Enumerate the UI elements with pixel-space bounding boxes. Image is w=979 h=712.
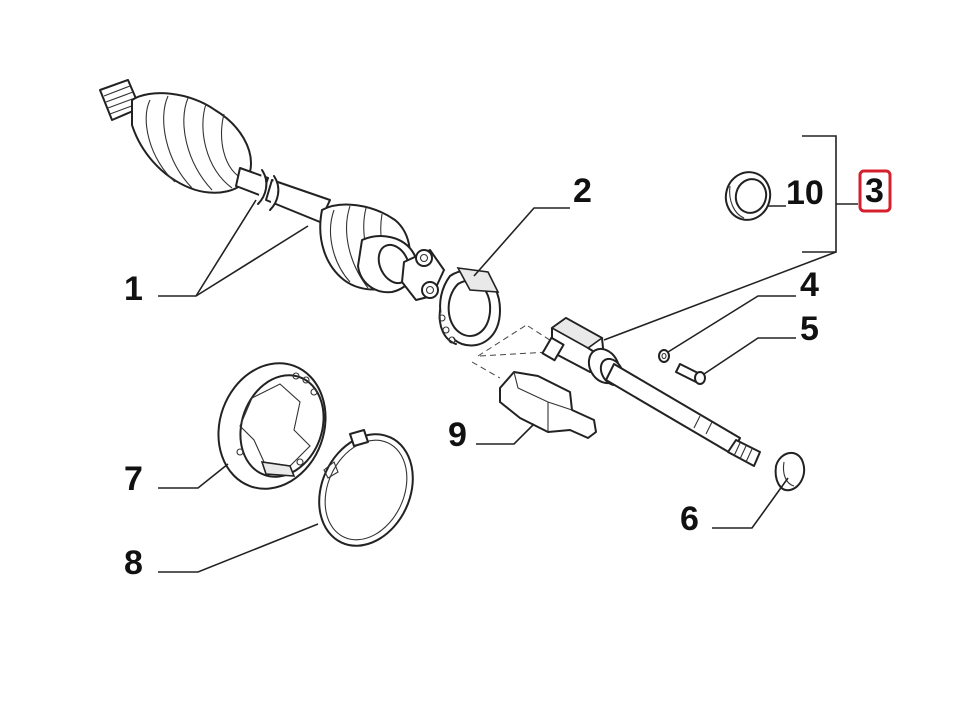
- seal-ring[interactable]: [721, 167, 776, 225]
- callout-7[interactable]: 7: [124, 460, 143, 498]
- dust-cap[interactable]: [774, 451, 806, 492]
- callout-3-highlight-frame: [858, 169, 892, 213]
- callout-3[interactable]: 3: [865, 172, 884, 210]
- boot-housing-ring[interactable]: [201, 348, 343, 504]
- washer[interactable]: [658, 349, 670, 363]
- bearing-clamp-ring[interactable]: [438, 266, 501, 347]
- callout-4[interactable]: 4: [800, 266, 819, 304]
- callout-6[interactable]: 6: [680, 500, 699, 538]
- intermediate-shaft[interactable]: [541, 317, 761, 467]
- callout-8[interactable]: 8: [124, 544, 143, 582]
- callout-10[interactable]: 10: [786, 174, 824, 212]
- alignment-dashes: [471, 323, 557, 379]
- callout-5[interactable]: 5: [800, 310, 819, 348]
- drive-shaft-assembly[interactable]: [99, 79, 445, 301]
- callout-1[interactable]: 1: [124, 270, 143, 308]
- callout-2[interactable]: 2: [573, 172, 592, 210]
- damper-block[interactable]: [499, 371, 597, 439]
- hose-clamp[interactable]: [302, 419, 431, 561]
- bolt[interactable]: [675, 363, 706, 385]
- leader-lines: [158, 135, 858, 573]
- callout-9[interactable]: 9: [448, 416, 467, 454]
